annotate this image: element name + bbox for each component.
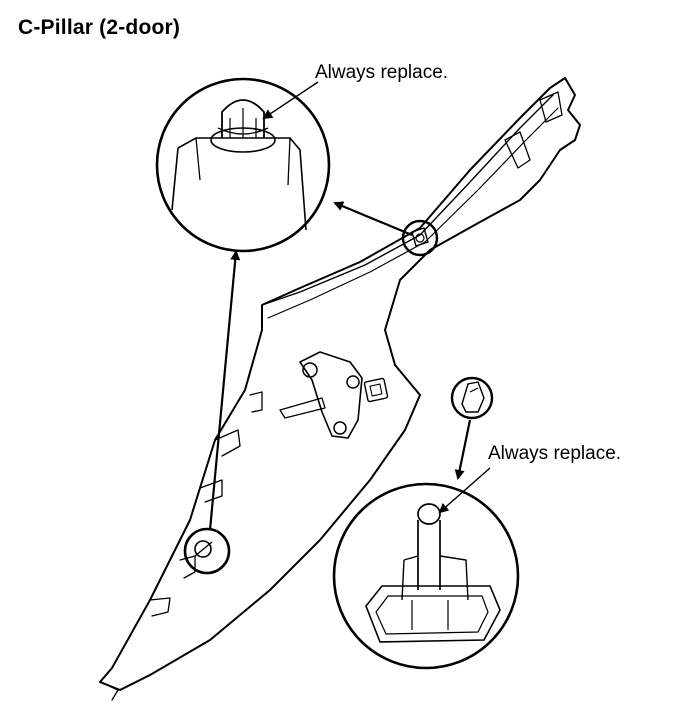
separate-clip-part <box>452 378 492 418</box>
upper-clip-callout: Always replace. <box>315 62 449 83</box>
lower-clip-location <box>185 529 229 573</box>
upper-clip-location <box>403 221 437 255</box>
upper-detail-circle <box>157 79 329 251</box>
callout-leaders <box>262 82 490 514</box>
reference-arrows <box>210 201 470 530</box>
diagram-title: C-Pillar (2-door) <box>18 16 181 39</box>
lower-detail-circle <box>334 484 518 668</box>
lower-clip-callout: Always replace. <box>488 443 622 464</box>
c-pillar-trim-panel <box>100 78 580 700</box>
